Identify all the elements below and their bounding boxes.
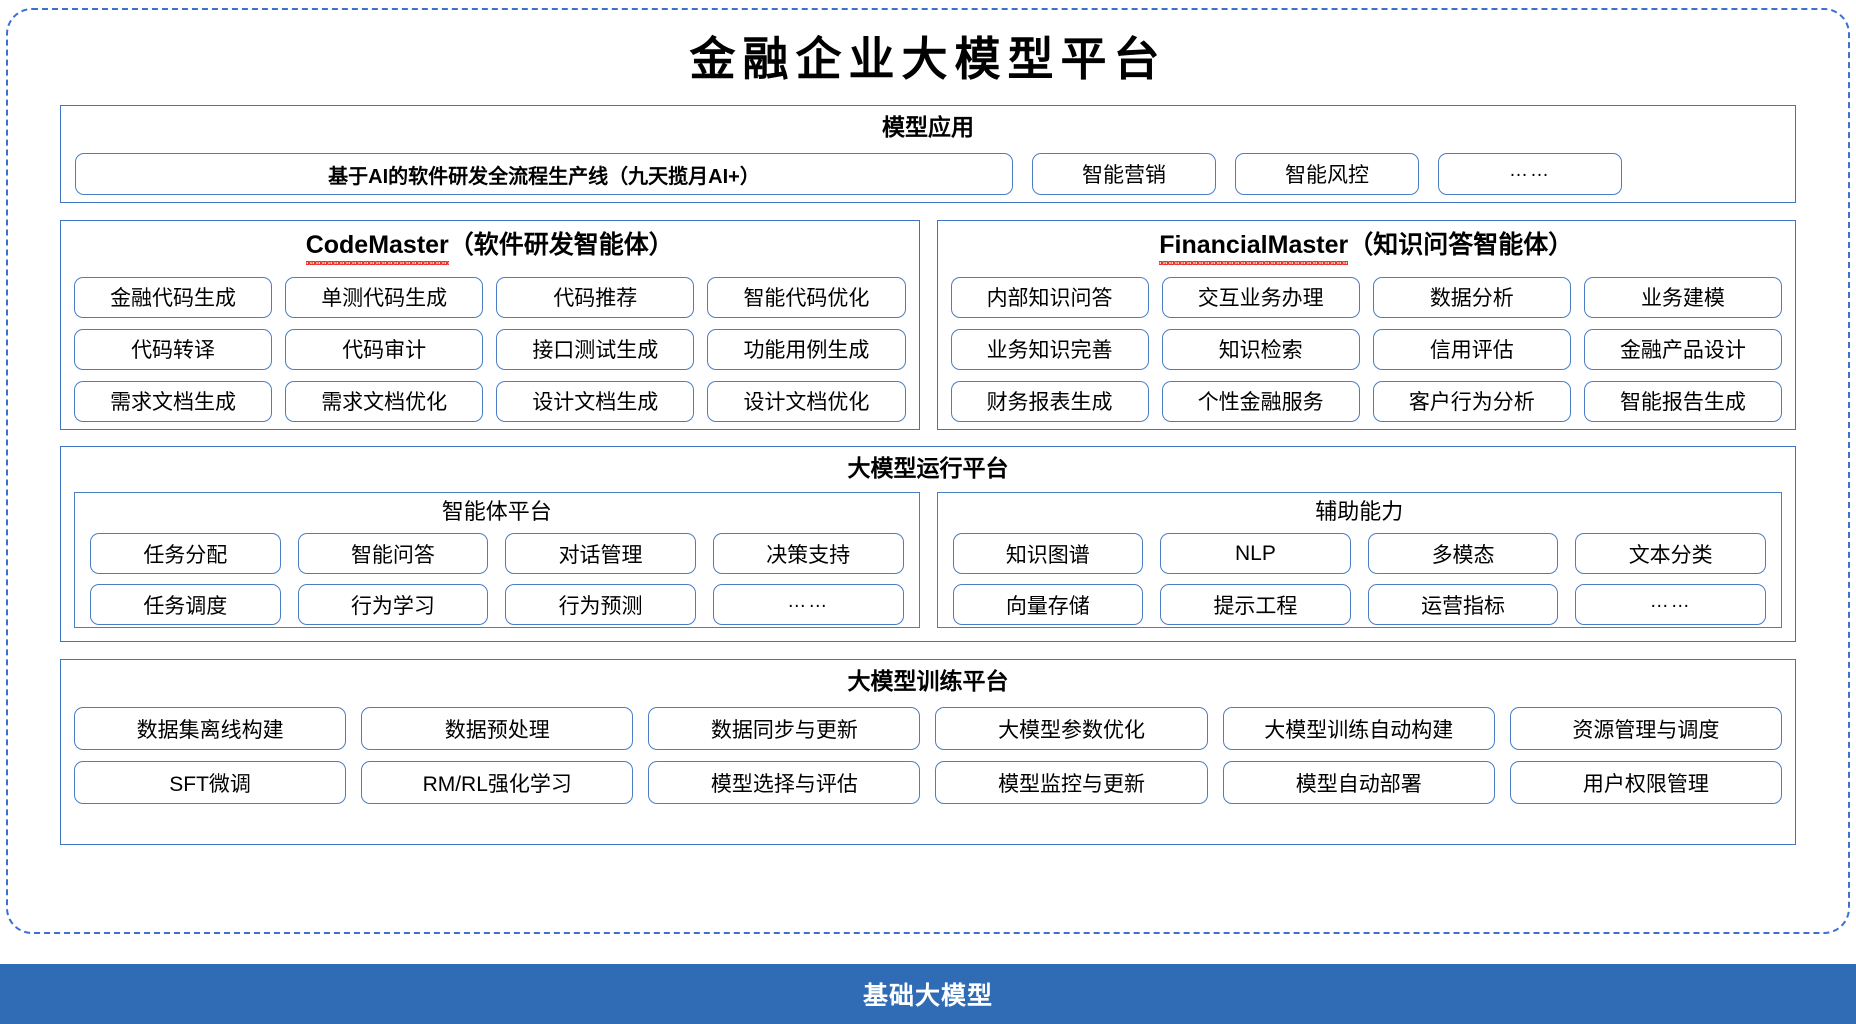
- financialmaster-name-misspelled: FinancialMaster: [1159, 231, 1349, 265]
- train-platform-item[interactable]: 资源管理与调度: [1509, 707, 1782, 750]
- agent-platform-item[interactable]: 任务调度: [90, 584, 281, 625]
- agent-platform-item[interactable]: 对话管理: [505, 533, 696, 574]
- financialmaster-item[interactable]: 知识检索: [1161, 328, 1360, 370]
- model-application-title: 模型应用: [882, 114, 974, 140]
- train-platform-item[interactable]: 数据集离线构建: [74, 707, 347, 750]
- agent-panels: CodeMaster（软件研发智能体） 金融代码生成 单测代码生成 代码推荐 智…: [60, 220, 1796, 430]
- codemaster-item[interactable]: 代码推荐: [496, 276, 695, 318]
- support-capability-item[interactable]: 知识图谱: [952, 533, 1144, 574]
- codemaster-item[interactable]: 需求文档优化: [285, 380, 484, 422]
- train-platform-item[interactable]: 模型选择与评估: [648, 761, 921, 804]
- app-item-marketing[interactable]: 智能营销: [1032, 153, 1216, 195]
- model-application-row: 基于AI的软件研发全流程生产线（九天揽月AI+） 智能营销 智能风控 ……: [75, 153, 1781, 195]
- financialmaster-panel: FinancialMaster（知识问答智能体） 内部知识问答 交互业务办理 数…: [936, 220, 1796, 430]
- financialmaster-item[interactable]: 内部知识问答: [950, 276, 1149, 318]
- agent-platform-items: 任务分配 智能问答 对话管理 决策支持 任务调度 行为学习 行为预测 ……: [90, 533, 904, 625]
- agent-platform-item[interactable]: 智能问答: [297, 533, 489, 574]
- financialmaster-item[interactable]: 财务报表生成: [950, 380, 1149, 422]
- app-item-more[interactable]: ……: [1438, 153, 1622, 195]
- agent-platform-section: 智能体平台 任务分配 智能问答 对话管理 决策支持 任务调度 行为学习 行为预测…: [74, 492, 920, 628]
- agent-platform-item[interactable]: 任务分配: [90, 533, 281, 574]
- model-application-panel: 模型应用 基于AI的软件研发全流程生产线（九天揽月AI+） 智能营销 智能风控 …: [60, 105, 1796, 203]
- train-platform-item[interactable]: 模型监控与更新: [935, 761, 1208, 804]
- run-platform-title: 大模型运行平台: [847, 455, 1009, 481]
- financialmaster-name-cn: （知识问答智能体）: [1348, 231, 1574, 259]
- codemaster-item[interactable]: 金融代码生成: [74, 276, 273, 318]
- codemaster-item[interactable]: 需求文档生成: [74, 380, 273, 422]
- support-capability-section: 辅助能力 知识图谱 NLP 多模态 文本分类 向量存储 提示工程 运营指标 ……: [936, 492, 1782, 628]
- outer-dashed-frame: 金融企业大模型平台 模型应用 基于AI的软件研发全流程生产线（九天揽月AI+） …: [6, 8, 1850, 934]
- codemaster-item[interactable]: 代码审计: [285, 328, 484, 370]
- support-capability-item[interactable]: 运营指标: [1367, 584, 1559, 625]
- train-platform-title: 大模型训练平台: [847, 668, 1009, 694]
- train-platform-item[interactable]: 数据同步与更新: [648, 707, 921, 750]
- financialmaster-item[interactable]: 智能报告生成: [1583, 380, 1782, 422]
- codemaster-item[interactable]: 智能代码优化: [707, 276, 906, 318]
- run-platform-sections: 智能体平台 任务分配 智能问答 对话管理 决策支持 任务调度 行为学习 行为预测…: [74, 492, 1782, 628]
- codemaster-item[interactable]: 单测代码生成: [285, 276, 484, 318]
- train-platform-item[interactable]: 模型自动部署: [1222, 761, 1495, 804]
- support-capability-title: 辅助能力: [1315, 499, 1404, 524]
- codemaster-item[interactable]: 代码转译: [74, 328, 273, 370]
- codemaster-item[interactable]: 设计文档优化: [707, 380, 906, 422]
- support-capability-item[interactable]: NLP: [1160, 533, 1351, 574]
- codemaster-items: 金融代码生成 单测代码生成 代码推荐 智能代码优化 代码转译 代码审计 接口测试…: [74, 276, 906, 422]
- app-item-risk[interactable]: 智能风控: [1235, 153, 1419, 195]
- run-platform-panel: 大模型运行平台 智能体平台 任务分配 智能问答 对话管理 决策支持 任务调度 行…: [60, 446, 1796, 642]
- financialmaster-item[interactable]: 金融产品设计: [1583, 328, 1782, 370]
- support-capability-item[interactable]: 向量存储: [952, 584, 1144, 625]
- codemaster-name-cn: （软件研发智能体）: [448, 231, 674, 259]
- codemaster-panel: CodeMaster（软件研发智能体） 金融代码生成 单测代码生成 代码推荐 智…: [60, 220, 920, 430]
- base-model-bar: 基础大模型: [0, 964, 1856, 1024]
- financialmaster-item[interactable]: 交互业务办理: [1161, 276, 1360, 318]
- financialmaster-item[interactable]: 数据分析: [1372, 276, 1571, 318]
- train-platform-panel: 大模型训练平台 数据集离线构建 数据预处理 数据同步与更新 大模型参数优化 大模…: [60, 659, 1796, 845]
- financialmaster-item[interactable]: 信用评估: [1372, 328, 1571, 370]
- base-model-label: 基础大模型: [862, 982, 993, 1010]
- train-platform-items: 数据集离线构建 数据预处理 数据同步与更新 大模型参数优化 大模型训练自动构建 …: [74, 707, 1782, 804]
- train-platform-item[interactable]: 大模型参数优化: [935, 707, 1208, 750]
- support-capability-item[interactable]: 文本分类: [1575, 533, 1766, 574]
- train-platform-item[interactable]: 用户权限管理: [1509, 761, 1782, 804]
- codemaster-title: CodeMaster（软件研发智能体）: [74, 231, 906, 265]
- codemaster-item[interactable]: 功能用例生成: [707, 328, 906, 370]
- agent-platform-item-more[interactable]: ……: [712, 584, 904, 625]
- financialmaster-items: 内部知识问答 交互业务办理 数据分析 业务建模 业务知识完善 知识检索 信用评估…: [950, 276, 1782, 422]
- agent-platform-item[interactable]: 行为学习: [297, 584, 489, 625]
- codemaster-name-misspelled: CodeMaster: [305, 231, 449, 265]
- financialmaster-item[interactable]: 个性金融服务: [1161, 380, 1360, 422]
- agent-platform-item[interactable]: 行为预测: [505, 584, 696, 625]
- train-platform-item[interactable]: SFT微调: [74, 761, 347, 804]
- financialmaster-item[interactable]: 业务知识完善: [950, 328, 1149, 370]
- agent-platform-title: 智能体平台: [441, 499, 552, 524]
- train-platform-item[interactable]: 数据预处理: [361, 707, 634, 750]
- support-capability-items: 知识图谱 NLP 多模态 文本分类 向量存储 提示工程 运营指标 ……: [952, 533, 1766, 625]
- app-primary-item[interactable]: 基于AI的软件研发全流程生产线（九天揽月AI+）: [75, 153, 1013, 195]
- financialmaster-item[interactable]: 业务建模: [1583, 276, 1782, 318]
- train-platform-item[interactable]: 大模型训练自动构建: [1222, 707, 1495, 750]
- codemaster-item[interactable]: 设计文档生成: [496, 380, 695, 422]
- financialmaster-item[interactable]: 客户行为分析: [1372, 380, 1571, 422]
- codemaster-item[interactable]: 接口测试生成: [496, 328, 695, 370]
- page-title: 金融企业大模型平台: [689, 34, 1167, 85]
- train-platform-item[interactable]: RM/RL强化学习: [361, 761, 634, 804]
- support-capability-item[interactable]: 多模态: [1367, 533, 1559, 574]
- agent-platform-item[interactable]: 决策支持: [712, 533, 904, 574]
- support-capability-item-more[interactable]: ……: [1575, 584, 1766, 625]
- financialmaster-title: FinancialMaster（知识问答智能体）: [951, 231, 1783, 265]
- support-capability-item[interactable]: 提示工程: [1160, 584, 1351, 625]
